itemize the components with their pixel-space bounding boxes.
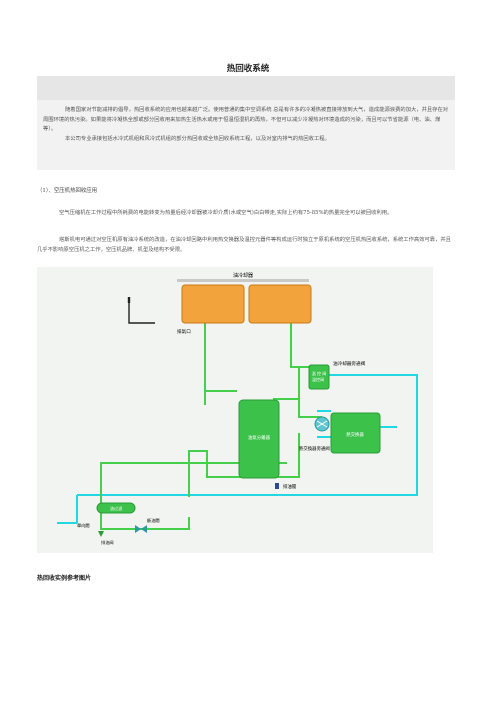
- header-banner: [37, 76, 455, 100]
- intro-paragraph-1: 随着国家对节能减排的倡导，热回收系统的应用也越来越广泛。使用普通的集中空调系统 …: [43, 107, 449, 133]
- oil-filter: [96, 502, 136, 514]
- heat-recovery-diagram: 油冷却器 排氣口 温 控 阀 油冷却器旁通阀 油氣分離器 熱交换器 熱交換器旁通…: [37, 267, 433, 553]
- page-title: 热回收系统: [226, 64, 270, 74]
- label-thermo-valve: 温 控 阀: [312, 370, 327, 376]
- thermostatic-valve: [308, 364, 330, 390]
- label-drain-valve: 斷油閥: [147, 517, 160, 524]
- water-lines: [57, 374, 418, 524]
- intro-paragraph-2: 本公司专业承接包括水冷式机组和风冷式机组的部分热回收或全热回收系统工程，以及对室…: [65, 135, 330, 142]
- label-oil-bypass: 油冷却器旁通阀: [333, 360, 366, 367]
- intro-box: 随着国家对节能减排的倡导，热回收系统的应用也越来越广泛。使用普通的集中空调系统 …: [37, 100, 455, 170]
- label-oil-drain: 排油閥: [283, 483, 297, 490]
- body-paragraph-1: 空气压缩机在工作过程中所耗费的电能转变为热量后经冷却器被冷却介质(水或空气)白白…: [59, 210, 393, 216]
- label-hx-bypass: 熱交換器旁通阀: [299, 445, 330, 452]
- oil-lines: [100, 315, 322, 530]
- body-paragraph-2: 塔斯机电可通过对空压机原有油冷系统的改造，在油冷却回路中利用热交换器及温控元器件…: [37, 237, 451, 253]
- oil-cooler-left: [181, 284, 245, 324]
- label-filter: 油过滤: [110, 505, 123, 512]
- label-temp-valve: 温控阀: [312, 376, 324, 382]
- exhaust-pipe: [128, 303, 155, 324]
- oil-cooler-top: [177, 279, 309, 282]
- stop-valve-icon: [135, 525, 147, 533]
- section-heading: （1）、空压机热回收应用: [37, 188, 98, 194]
- oil-gas-separator: [238, 399, 280, 479]
- label-heat-exchanger: 熱交换器: [346, 431, 364, 438]
- label-oil-drain-valve: 排油阀: [101, 539, 114, 546]
- label-separator: 油氣分離器: [248, 434, 271, 441]
- check-valve-icon: [98, 531, 104, 537]
- heat-exchanger: [330, 412, 381, 454]
- oil-cooler-right: [248, 284, 312, 324]
- label-oil-cooler: 油冷却器: [233, 272, 253, 279]
- oil-drain-icon: [275, 483, 279, 489]
- label-exhaust: 排氣口: [177, 328, 191, 335]
- diagram-svg: 油冷却器 排氣口 温 控 阀 油冷却器旁通阀 油氣分離器 熱交换器 熱交換器旁通…: [57, 272, 418, 546]
- label-check-valve: 單向閥: [77, 522, 90, 529]
- figure-caption: 热回收实例参考图片: [37, 575, 92, 582]
